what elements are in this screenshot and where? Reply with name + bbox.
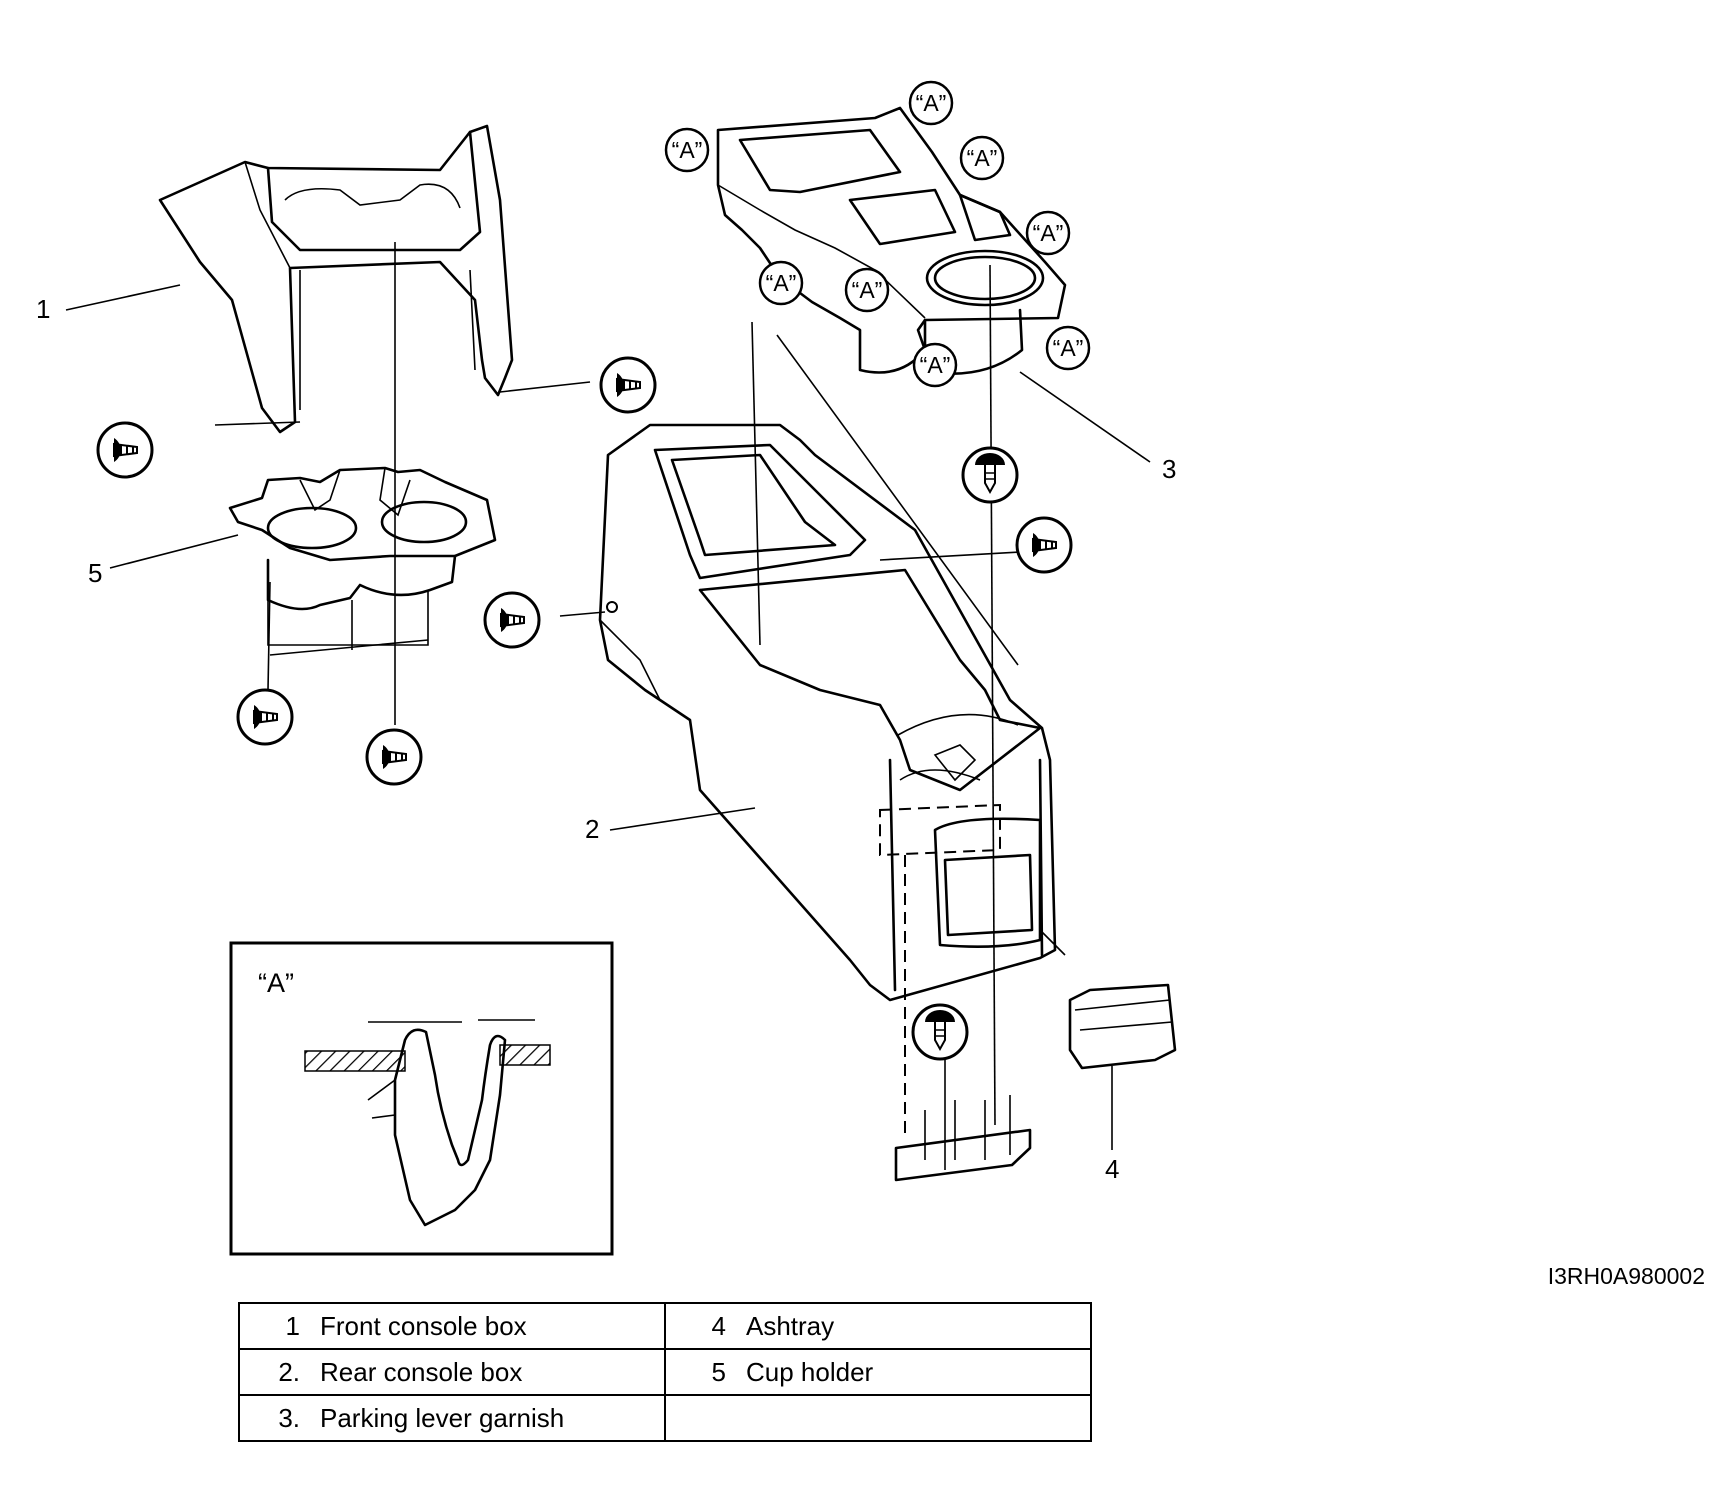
- callout-4: 4: [1105, 1154, 1119, 1184]
- screw-icon: [1015, 516, 1073, 574]
- callouts: 1 2 3 4 5: [36, 284, 1176, 1184]
- detail-a-inset: “A”: [229, 941, 614, 1256]
- legend-row: 3.Parking lever garnish: [238, 1394, 1092, 1442]
- screw-icon: [599, 356, 657, 414]
- callout-1: 1: [36, 294, 50, 324]
- callout-5: 5: [88, 558, 102, 588]
- svg-text:“A”: “A”: [672, 137, 703, 163]
- callout-3: 3: [1162, 454, 1176, 484]
- figure-id-code: I3RH0A980002: [1548, 1263, 1705, 1289]
- svg-text:“A”: “A”: [916, 90, 947, 116]
- alignment-lines: [267, 242, 1066, 1170]
- svg-text:“A”: “A”: [967, 145, 998, 171]
- screw-icon: [96, 421, 154, 479]
- clip-a-markers: “A” “A” “A” “A” “A” “A” “A” “A”: [664, 80, 1091, 388]
- screw-icon: [236, 688, 294, 746]
- legend-cell: 3.Parking lever garnish: [238, 1394, 666, 1442]
- legend-cell: 2.Rear console box: [238, 1348, 666, 1396]
- front-console-box: [158, 124, 591, 434]
- svg-text:“A”: “A”: [1033, 220, 1064, 246]
- screw-icon: [483, 591, 541, 649]
- ashtray: [1068, 983, 1177, 1070]
- detail-a-title: “A”: [258, 968, 294, 998]
- clip-icon: [911, 1003, 969, 1061]
- cup-holder: [228, 466, 497, 650]
- rear-console-box: [598, 423, 1057, 1182]
- parking-lever-garnish: [716, 106, 1067, 375]
- svg-text:“A”: “A”: [1053, 335, 1084, 361]
- callout-2: 2: [585, 814, 599, 844]
- legend-cell: [664, 1394, 1092, 1442]
- svg-text:“A”: “A”: [852, 277, 883, 303]
- svg-text:“A”: “A”: [766, 270, 797, 296]
- svg-text:“A”: “A”: [920, 352, 951, 378]
- clip-icon: [961, 446, 1019, 504]
- screw-icon: [365, 728, 423, 786]
